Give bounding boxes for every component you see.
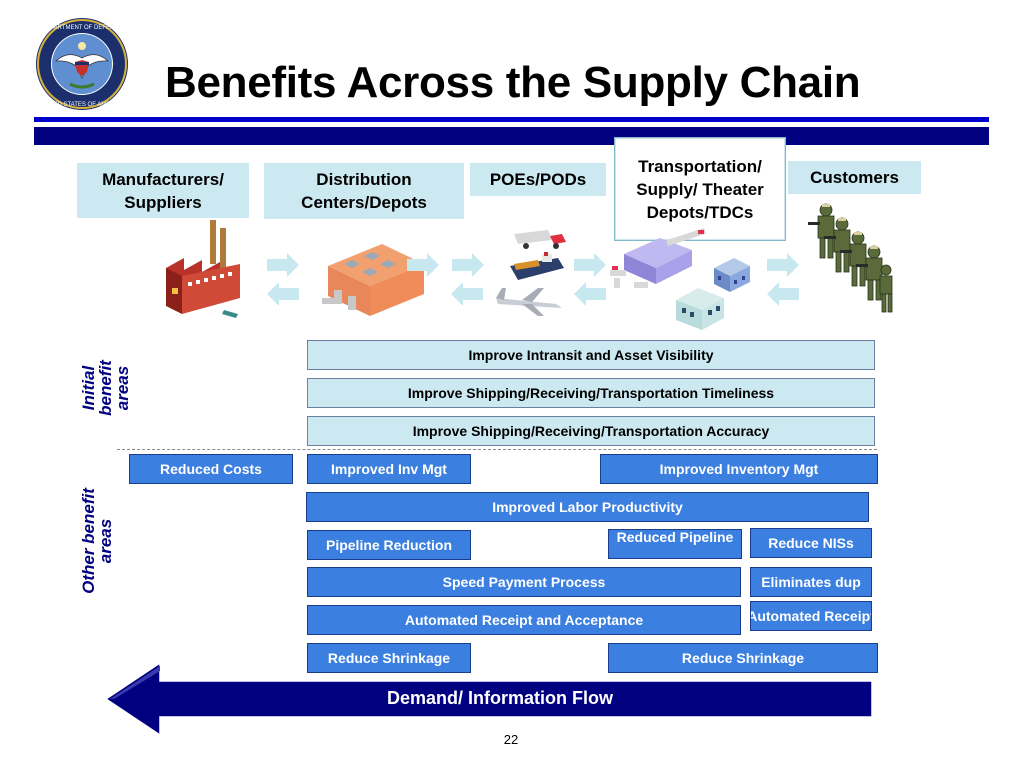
left-arrow-icon xyxy=(265,282,301,306)
box-improved-inv-mgt: Improved Inv Mgt xyxy=(307,454,471,484)
demand-flow-arrow xyxy=(104,661,876,737)
initial-bar-visibility: Improve Intransit and Asset Visibility xyxy=(307,340,875,370)
stage-customers: Customers xyxy=(788,161,921,194)
right-arrow-icon xyxy=(765,253,801,277)
demand-flow-label: Demand/ Information Flow xyxy=(386,688,613,708)
truck-icon xyxy=(512,228,568,252)
warehouse-icon xyxy=(320,238,430,318)
stage-customers-label: Customers xyxy=(810,168,899,187)
stage-manufacturers-label: Manufacturers/ Suppliers xyxy=(102,169,224,212)
airplane-icon xyxy=(492,284,564,318)
stage-manufacturers: Manufacturers/ Suppliers xyxy=(77,163,249,218)
left-arrow-icon xyxy=(765,282,801,306)
stage-poes: POEs/PODs xyxy=(470,163,606,196)
box-reduce-shrinkage-left: Reduce Shrinkage xyxy=(307,643,471,673)
box-eliminates-dup: Eliminates dup xyxy=(750,567,872,597)
initial-benefit-label: Initial benefit areas xyxy=(79,360,132,416)
right-arrow-icon xyxy=(450,253,486,277)
depot-buildings-icon xyxy=(610,226,758,334)
left-arrow-icon xyxy=(572,282,608,306)
initial-bar-accuracy: Improve Shipping/Receiving/Transportatio… xyxy=(307,416,875,446)
other-benefit-label: Other benefit areas xyxy=(79,488,115,594)
box-reduced-pipeline: Reduced Pipeline xyxy=(608,529,742,559)
svg-text:UNITED STATES OF AMERICA: UNITED STATES OF AMERICA xyxy=(39,102,124,108)
stage-distribution-label: Distribution Centers/Depots xyxy=(301,170,427,212)
box-reduced-costs: Reduced Costs xyxy=(129,454,293,484)
left-arrow-icon xyxy=(449,282,485,306)
page-number: 22 xyxy=(503,732,519,747)
box-automated-receipt-label: Automated Receipt xyxy=(750,607,872,624)
factory-icon xyxy=(164,218,244,318)
box-automated-receipt-acceptance: Automated Receipt and Acceptance xyxy=(307,605,741,635)
title-rule-thin xyxy=(34,117,989,122)
stage-poes-label: POEs/PODs xyxy=(489,170,587,189)
right-arrow-icon xyxy=(572,253,608,277)
svg-text:DEPARTMENT OF DEFENSE: DEPARTMENT OF DEFENSE xyxy=(42,25,123,31)
ship-icon xyxy=(508,252,566,286)
stage-transportation-label: Transportation/ Supply/ Theater Depots/T… xyxy=(636,156,764,222)
title-rule-thick xyxy=(34,127,989,145)
box-reduce-shrinkage-right: Reduce Shrinkage xyxy=(608,643,878,673)
page-title: Benefits Across the Supply Chain xyxy=(165,58,861,107)
right-arrow-icon xyxy=(405,253,441,277)
stage-transportation: Transportation/ Supply/ Theater Depots/T… xyxy=(614,137,786,241)
dod-seal-icon: DEPARTMENT OF DEFENSE UNITED STATES OF A… xyxy=(34,16,130,112)
box-improved-inventory-mgt: Improved Inventory Mgt xyxy=(600,454,878,484)
right-arrow-icon xyxy=(265,253,301,277)
box-speed-payment: Speed Payment Process xyxy=(307,567,741,597)
box-improved-labor: Improved Labor Productivity xyxy=(306,492,869,522)
box-reduce-niss: Reduce NISs xyxy=(750,528,872,558)
divider-line xyxy=(117,449,877,450)
stage-distribution: Distribution Centers/Depots xyxy=(264,163,464,219)
box-pipeline-reduction: Pipeline Reduction xyxy=(307,530,471,560)
soldiers-icon xyxy=(800,200,896,318)
initial-bar-timeliness: Improve Shipping/Receiving/Transportatio… xyxy=(307,378,875,408)
box-automated-receipt: Automated Receipt xyxy=(750,601,872,631)
